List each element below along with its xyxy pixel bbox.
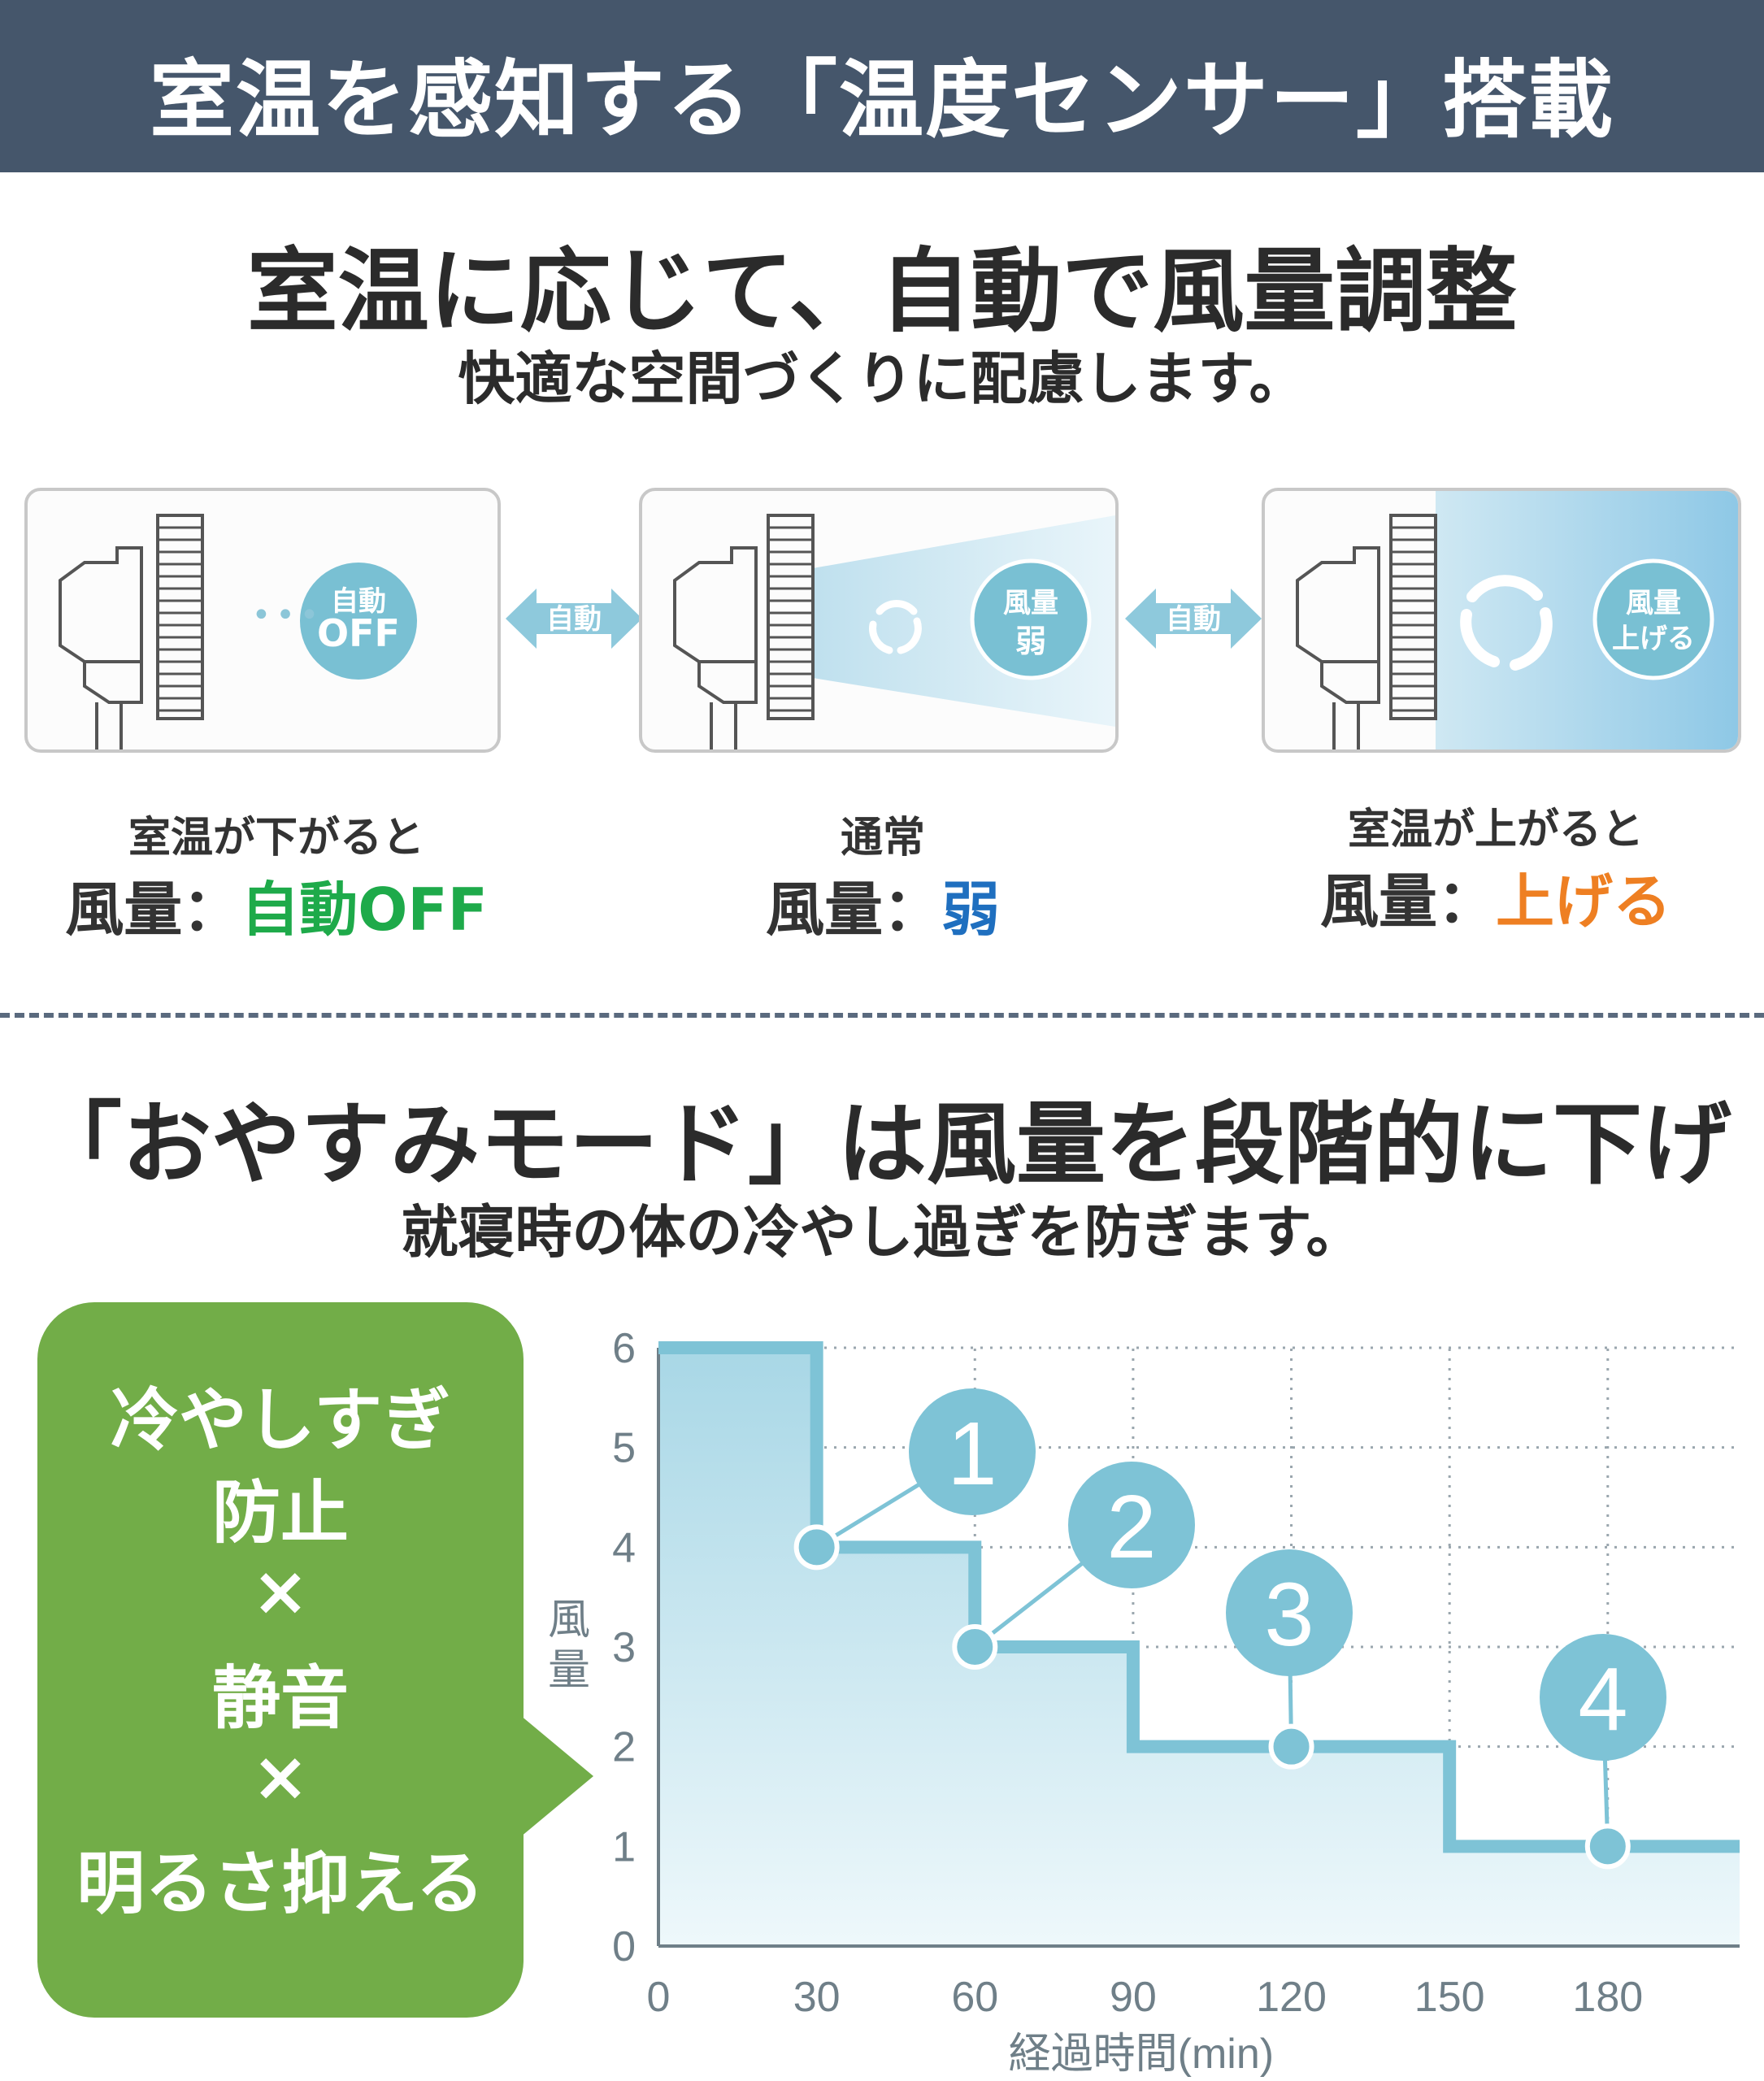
section1-subheadline: 快適な空間づくりに配慮します。 xyxy=(458,345,1306,412)
fan-strong-illustration xyxy=(1296,491,1738,749)
y-tick-label: 5 xyxy=(612,1425,636,1472)
mode-label: 風量： xyxy=(1319,867,1496,936)
y-tick-label: 2 xyxy=(612,1724,636,1771)
double-arrow-icon xyxy=(1125,589,1262,649)
fan-motor-icon xyxy=(59,546,143,663)
mode-value-raise: 上げる xyxy=(1496,867,1672,936)
mode-caption-cool: 室温が下がると xyxy=(128,814,424,862)
panel-fan-weak: 風量 弱 xyxy=(639,488,1119,753)
fan-off-illustration xyxy=(59,514,417,749)
y-tick-label: 0 xyxy=(612,1923,636,1970)
callout-number: 2 xyxy=(1106,1477,1156,1577)
auto-off-badge xyxy=(300,563,417,680)
badge-line1: 自動 xyxy=(331,585,386,618)
callout-bubble xyxy=(1540,1634,1666,1761)
weak-badge xyxy=(970,558,1092,680)
mode-label: 風量： xyxy=(65,875,241,944)
callout-number: 3 xyxy=(1264,1565,1314,1665)
mode-value-auto-off: 自動OFF xyxy=(241,875,488,944)
callout-bubble xyxy=(1226,1549,1353,1676)
wind-swirl-icon xyxy=(869,600,922,654)
speech-bubble-tail xyxy=(520,1715,593,1837)
area-fill xyxy=(658,1348,1740,1946)
x-tick-label: 150 xyxy=(1414,1974,1485,2021)
bubble-line: × xyxy=(251,1736,310,1816)
section2-subheadline: 就寝時の体の冷やし過ぎを防ぎます。 xyxy=(401,1199,1363,1266)
chart-markers: 1 2 3 4 xyxy=(793,1388,1666,1870)
mode-line-normal: 風量：弱 xyxy=(631,862,1135,947)
x-axis-label: 経過時間(min) xyxy=(1009,2031,1274,2078)
feature-speech-bubble xyxy=(37,1302,524,2018)
raise-badge xyxy=(1592,558,1714,680)
mode-line-cool: 風量：自動OFF xyxy=(24,862,528,947)
data-point xyxy=(1584,1823,1631,1870)
fan-weak-illustration xyxy=(673,514,1115,749)
callout-bubble xyxy=(1068,1462,1195,1588)
y-tick-label: 6 xyxy=(612,1325,636,1372)
x-tick-label: 60 xyxy=(951,1974,998,2021)
mode-line-warm: 風量：上げる xyxy=(1244,854,1748,939)
x-tick-label: 180 xyxy=(1572,1974,1643,2021)
arrow-label-auto: 自動 xyxy=(546,603,602,636)
double-arrow-icon xyxy=(506,589,642,649)
section1-headline: 室温に応じて、自動で風量調整 xyxy=(246,239,1518,345)
panel-fan-off: ••• 自動 OFF xyxy=(24,488,501,753)
x-tick-label: 0 xyxy=(647,1974,671,2021)
badge-line1: 風量 xyxy=(1626,587,1681,619)
data-point xyxy=(793,1524,840,1571)
bubble-line: × xyxy=(251,1551,310,1631)
badge-line2: 弱 xyxy=(1015,623,1046,659)
y-tick-label: 4 xyxy=(612,1524,636,1571)
idle-dots: ••• xyxy=(251,597,324,634)
bubble-line: 明るさ抑える xyxy=(76,1844,484,1923)
mode-caption-normal: 通常 xyxy=(840,814,925,862)
mode-value-weak: 弱 xyxy=(941,875,1001,944)
header-banner: 室温を感知する「温度センサー」搭載 xyxy=(0,0,1764,172)
step-series-line xyxy=(658,1341,1740,1853)
data-point xyxy=(952,1624,998,1670)
y-tick-label: 3 xyxy=(612,1624,636,1671)
y-axis-label: 量 xyxy=(548,1647,590,1694)
badge-line1: 風量 xyxy=(1003,587,1058,619)
x-tick-label: 120 xyxy=(1256,1974,1327,2021)
callout-number: 1 xyxy=(947,1404,997,1504)
bubble-line: 冷やしすぎ xyxy=(110,1380,451,1460)
y-tick-label: 1 xyxy=(612,1823,636,1870)
mode-label: 風量： xyxy=(765,875,941,944)
badge-line2: 上げる xyxy=(1612,623,1695,655)
callout-bubble xyxy=(909,1388,1036,1515)
x-tick-label: 90 xyxy=(1110,1974,1157,2021)
mode-caption-warm: 室温が上がると xyxy=(1347,806,1644,854)
bubble-line: 静音 xyxy=(211,1658,349,1738)
panel-fan-strong: 風量 上げる xyxy=(1262,488,1741,753)
arrow-label-auto: 自動 xyxy=(1166,603,1221,636)
callout-number: 4 xyxy=(1578,1649,1627,1749)
wind-swirl-icon xyxy=(1460,575,1553,671)
data-point xyxy=(1268,1723,1314,1770)
badge-line2: OFF xyxy=(317,611,400,655)
dashed-divider xyxy=(0,1013,1764,1018)
header-title: 室温を感知する「温度センサー」搭載 xyxy=(149,50,1614,150)
section2-headline: 「おやすみモード」は風量を段階的に下げ xyxy=(33,1093,1731,1197)
chart-axes xyxy=(657,1348,1740,1948)
x-tick-label: 30 xyxy=(793,1974,841,2021)
bubble-line: 防止 xyxy=(211,1473,349,1553)
y-axis-label: 風 xyxy=(548,1597,590,1644)
